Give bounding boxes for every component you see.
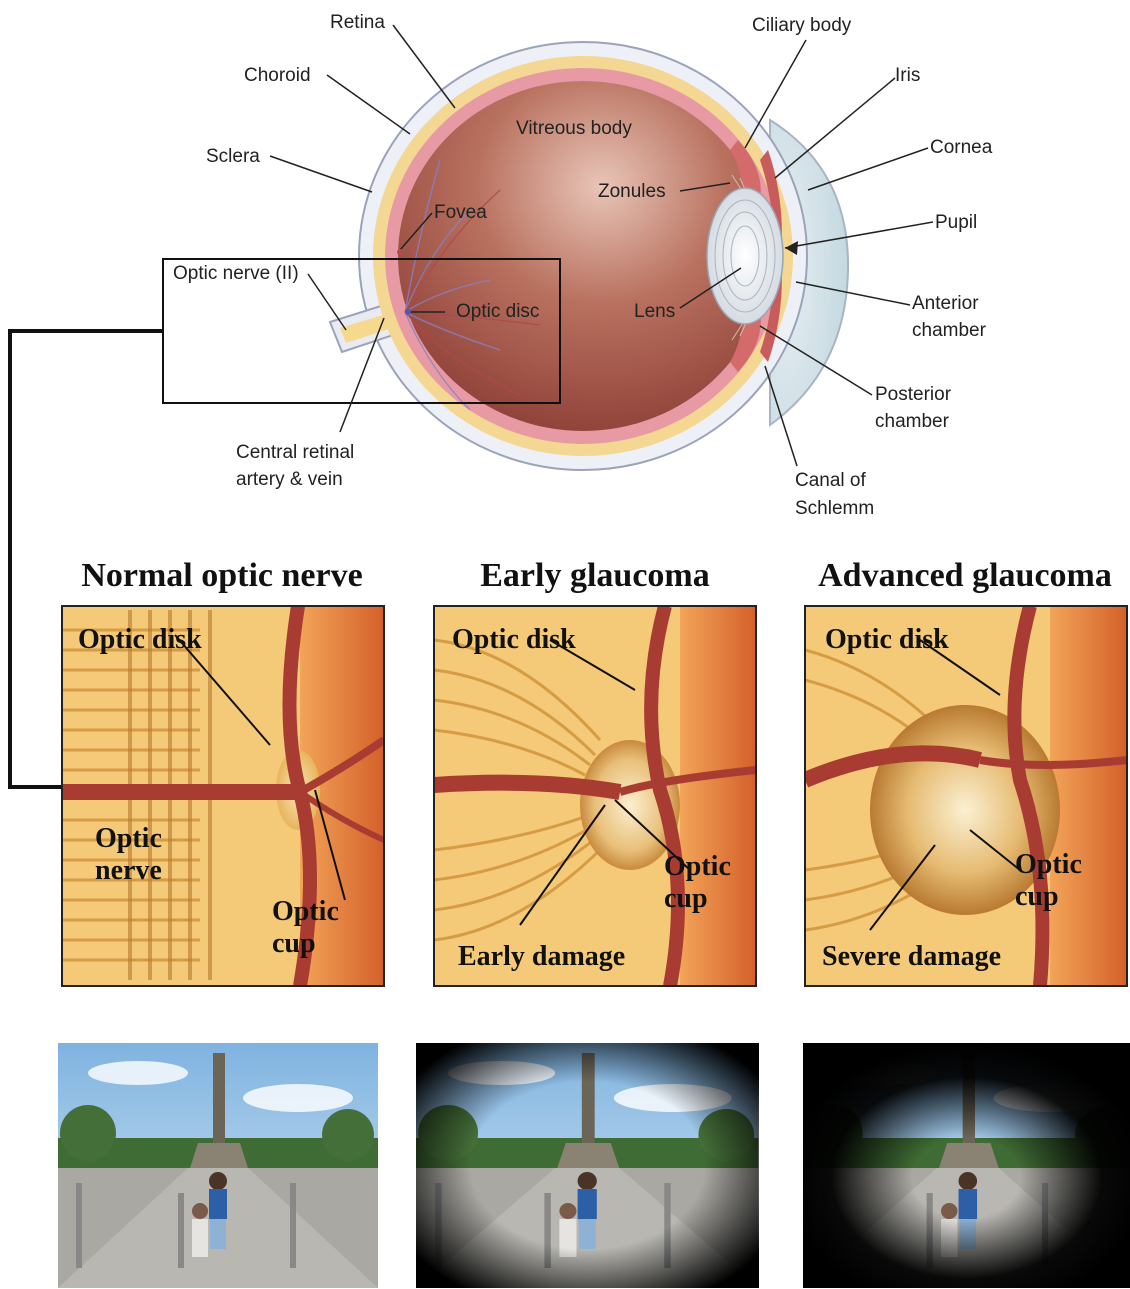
label-nerve-1: nerve [95, 855, 162, 886]
label-central-retinal: Central retinal [236, 442, 354, 463]
label-early-damage: Early damage [458, 941, 625, 972]
label-vitreous-body: Vitreous body [516, 118, 632, 139]
label-posterior: Posterior [875, 384, 952, 405]
label-anterior: Anterior [912, 293, 979, 314]
label-choroid: Choroid [244, 65, 311, 86]
label-optic-cup-cup-1: cup [272, 928, 316, 959]
label-pupil: Pupil [935, 212, 977, 233]
label-zonules: Zonules [598, 181, 666, 202]
label-fovea: Fovea [434, 202, 487, 223]
label-lens: Lens [634, 301, 675, 322]
label-posterior-chamber: chamber [875, 411, 950, 432]
lens-shape [707, 188, 783, 324]
label-optic-disk-3: Optic disk [825, 624, 949, 655]
glaucoma-panels: Normal optic nerve Early glaucoma Advanc… [0, 540, 1130, 990]
label-optic-cup-cup-2: cup [664, 883, 708, 914]
label-optic-disc: Optic disc [456, 301, 539, 322]
vision-simulation-row [0, 1040, 1130, 1289]
panel-early-glaucoma: Optic disk Optic cup Early damage [434, 606, 756, 986]
label-optic-cup-optic-2: Optic [664, 851, 731, 882]
photo-normal-vision [58, 1043, 378, 1288]
label-artery-vein: artery & vein [236, 469, 343, 490]
panel-advanced-glaucoma: Optic disk Optic cup Severe damage [805, 606, 1127, 986]
label-optic-cup-cup-3: cup [1015, 881, 1059, 912]
label-retina: Retina [330, 12, 385, 33]
label-cornea: Cornea [930, 137, 993, 158]
label-optic-nerve-1: Optic [95, 823, 162, 854]
label-sclera: Sclera [206, 146, 260, 167]
label-optic-disk-1: Optic disk [78, 624, 202, 655]
label-schlemm: Schlemm [795, 498, 874, 519]
panel-title-advanced: Advanced glaucoma [818, 557, 1112, 594]
label-canal-of: Canal of [795, 470, 866, 491]
label-optic-cup-optic-3: Optic [1015, 849, 1082, 880]
panel-normal-optic-nerve: Optic disk Optic nerve Optic cup [62, 606, 384, 986]
label-anterior-chamber: chamber [912, 320, 987, 341]
panel-title-normal: Normal optic nerve [81, 557, 362, 594]
label-severe-damage: Severe damage [822, 941, 1001, 972]
label-iris: Iris [895, 65, 920, 86]
label-ciliary-body: Ciliary body [752, 15, 852, 36]
label-optic-nerve: Optic nerve (II) [173, 263, 299, 284]
photo-early-glaucoma-vision [416, 1043, 759, 1288]
photo-advanced-glaucoma-vision [803, 1043, 1130, 1288]
label-optic-cup-optic-1: Optic [272, 896, 339, 927]
label-optic-disk-2: Optic disk [452, 624, 576, 655]
panel-title-early: Early glaucoma [480, 557, 709, 594]
